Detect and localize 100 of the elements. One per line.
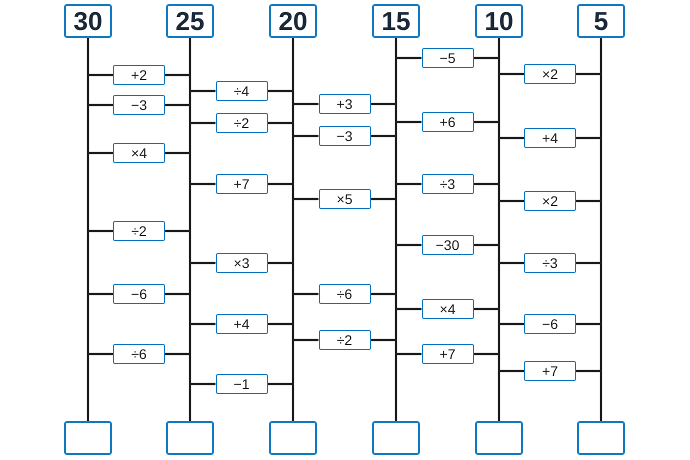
ladder-rung <box>576 370 601 372</box>
ladder-rung <box>190 90 216 92</box>
operation-label: +3 <box>318 94 370 114</box>
operation-label: ÷6 <box>113 344 165 364</box>
ladder-rung <box>88 230 113 232</box>
ladder-line <box>86 38 90 421</box>
answer-box <box>372 421 420 455</box>
ladder-rung <box>474 308 499 310</box>
ladder-line <box>498 38 500 421</box>
ladder-rung <box>268 90 293 92</box>
ladder-rung <box>165 74 190 76</box>
answer-box <box>475 421 523 455</box>
operation-label: ÷3 <box>524 253 576 273</box>
operation-label: −6 <box>524 314 576 334</box>
ladder-rung <box>370 292 396 296</box>
answer-box <box>64 421 112 455</box>
operation-label: +7 <box>524 361 576 381</box>
operation-label: ÷6 <box>318 284 370 304</box>
start-number-box: 30 <box>64 4 112 38</box>
ladder-rung <box>88 74 113 76</box>
operation-label: +7 <box>422 344 474 364</box>
operation-label: +6 <box>422 112 474 132</box>
operation-label: ÷2 <box>216 113 268 133</box>
start-number-box: 25 <box>166 4 214 38</box>
ladder-rung <box>396 56 422 60</box>
ladder-rung <box>474 244 499 246</box>
ladder-rung <box>396 120 422 124</box>
operation-label: −5 <box>422 48 474 68</box>
ladder-rung <box>396 308 422 310</box>
ladder-rung <box>370 198 396 200</box>
operation-label: −3 <box>318 126 370 146</box>
ladder-line <box>292 38 294 421</box>
ladder-rung <box>576 322 601 326</box>
ladder-rung <box>268 122 293 124</box>
start-number-box: 10 <box>475 4 523 38</box>
start-number-box: 5 <box>577 4 625 38</box>
ladder-line <box>188 38 192 421</box>
ladder-rung <box>499 72 524 76</box>
operation-label: −3 <box>113 95 165 115</box>
ladder-rung <box>293 292 318 296</box>
ladder-rung <box>499 200 524 202</box>
ladder-rung <box>268 322 293 326</box>
operation-label: +4 <box>216 314 268 334</box>
operation-label: −1 <box>216 374 268 394</box>
ladder-rung <box>396 352 422 356</box>
ladder-line <box>600 38 602 421</box>
ladder-rung <box>474 352 499 356</box>
ladder-rung <box>190 262 216 264</box>
operation-label: ×2 <box>524 191 576 211</box>
ladder-rung <box>576 72 601 76</box>
ladder-rung <box>165 104 190 106</box>
ladder-rung <box>268 382 293 386</box>
operation-label: +4 <box>524 128 576 148</box>
ladder-rung <box>576 136 601 140</box>
operation-label: +2 <box>113 65 165 85</box>
ladder-rung <box>474 182 499 186</box>
operation-label: +7 <box>216 174 268 194</box>
ladder-rung <box>499 370 524 372</box>
ladder-rung <box>499 322 524 326</box>
operation-label: −30 <box>422 235 474 255</box>
answer-box <box>166 421 214 455</box>
ladder-rung <box>293 134 318 138</box>
ladder-rung <box>474 56 499 60</box>
operation-label: ×4 <box>113 143 165 163</box>
ladder-rung <box>576 200 601 202</box>
ladder-rung <box>396 244 422 246</box>
ladder-rung <box>165 152 190 154</box>
ladder-line <box>394 38 398 421</box>
ladder-rung <box>499 136 524 140</box>
ladder-rung <box>268 182 293 186</box>
ladder-rung <box>370 102 396 106</box>
ladder-rung <box>396 182 422 186</box>
ladder-rung <box>370 338 396 342</box>
operation-label: ×3 <box>216 253 268 273</box>
ladder-rung <box>190 122 216 124</box>
start-number-box: 20 <box>269 4 317 38</box>
ladder-rung <box>293 338 318 342</box>
ladder-rung <box>165 292 190 296</box>
operation-label: ÷2 <box>318 330 370 350</box>
ladder-rung <box>293 102 318 106</box>
operation-label: ÷4 <box>216 81 268 101</box>
operation-label: ×5 <box>318 189 370 209</box>
ladder-rung <box>165 352 190 356</box>
ladder-rung <box>370 134 396 138</box>
operation-label: ÷3 <box>422 174 474 194</box>
ladder-rung <box>165 230 190 232</box>
start-number-box: 15 <box>372 4 420 38</box>
ladder-rung <box>190 322 216 326</box>
ladder-rung <box>190 382 216 386</box>
ladder-rung <box>499 262 524 264</box>
ladder-rung <box>88 352 113 356</box>
operation-label: ÷2 <box>113 221 165 241</box>
ladder-rung <box>268 262 293 264</box>
operation-label: −6 <box>113 284 165 304</box>
ladder-rung <box>88 152 113 154</box>
operation-label: ×2 <box>524 64 576 84</box>
answer-box <box>269 421 317 455</box>
ladder-rung <box>88 104 113 106</box>
operation-label: ×4 <box>422 299 474 319</box>
ladder-rung <box>88 292 113 296</box>
